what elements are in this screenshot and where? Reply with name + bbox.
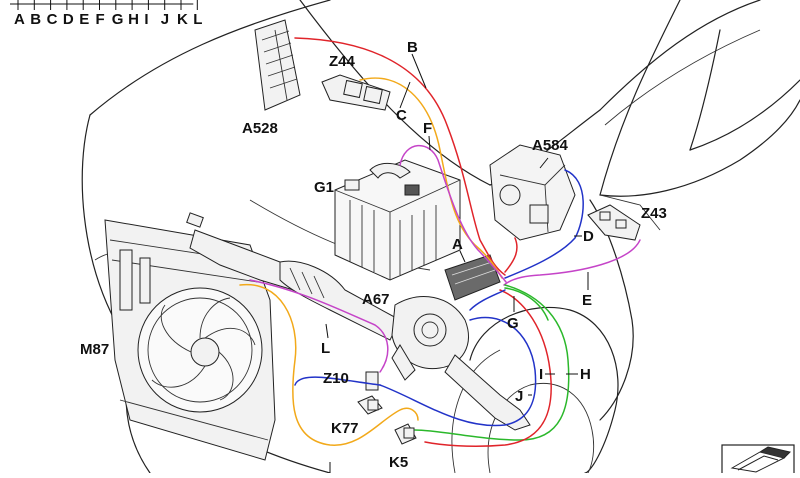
view-direction-icon <box>721 444 795 476</box>
label-k5: K5 <box>389 454 408 471</box>
label-a528: A528 <box>242 120 278 137</box>
wire-l <box>249 279 389 373</box>
radiator-fan-m87 <box>104 219 276 461</box>
module-a <box>444 254 501 301</box>
label-wire-i: I <box>539 366 543 383</box>
wire-h <box>504 287 549 321</box>
wire-d <box>504 169 584 279</box>
legend-letter-l: L <box>193 11 202 28</box>
module-a584 <box>489 144 576 241</box>
label-m87: M87 <box>80 341 109 358</box>
label-wire-g: G <box>507 315 519 332</box>
label-g1: G1 <box>314 179 334 196</box>
wire-j <box>294 376 381 386</box>
legend-letter-h: H <box>128 11 139 28</box>
label-z43: Z43 <box>641 205 667 222</box>
wiring-harness <box>239 37 641 447</box>
label-wire-j: J <box>515 388 523 405</box>
leader-lines <box>325 53 589 473</box>
wire-e <box>503 239 641 286</box>
label-wire-e: E <box>582 292 592 309</box>
label-a: A <box>452 236 463 253</box>
label-z10: Z10 <box>323 370 349 387</box>
wire-b <box>294 37 506 276</box>
label-z44: Z44 <box>329 53 356 70</box>
label-a67: A67 <box>362 291 390 308</box>
module-a528 <box>254 19 301 111</box>
wire-j <box>379 316 537 427</box>
legend-letter-a: A <box>14 11 25 28</box>
label-wire-d: D <box>583 228 594 245</box>
battery-g1 <box>334 159 461 281</box>
legend-letter-f: F <box>96 11 105 28</box>
legend-letter-c: C <box>47 11 58 28</box>
relay-k5 <box>394 423 417 445</box>
wire-f <box>399 144 507 283</box>
legend-letter-b: B <box>30 11 41 28</box>
wire-c <box>239 283 419 446</box>
wire-i <box>424 289 552 447</box>
connector-z44 <box>321 74 391 111</box>
legend-letter-i: I <box>144 11 148 28</box>
legend-letter-j: J <box>161 11 169 28</box>
connector-z10 <box>365 371 379 391</box>
label-a584: A584 <box>532 137 569 154</box>
callout-labels: A528 Z44 A584 G1 Z43 A A67 M87 Z10 K77 K… <box>80 39 667 471</box>
legend-letter-d: D <box>63 11 74 28</box>
legend-letter-e: E <box>79 11 89 28</box>
label-wire-b: B <box>407 39 418 56</box>
steering-rack-a67 <box>186 212 531 431</box>
wire-i <box>504 237 518 273</box>
connector-z43 <box>587 204 641 241</box>
wire-d <box>469 289 506 311</box>
wire-g <box>414 284 570 441</box>
label-wire-h: H <box>580 366 591 383</box>
label-wire-f: F <box>423 120 432 137</box>
legend-letter-g: G <box>112 11 124 28</box>
legend-letter-k: K <box>177 11 188 28</box>
label-wire-c: C <box>396 107 407 124</box>
relay-k77 <box>357 395 383 415</box>
label-k77: K77 <box>331 420 359 437</box>
label-wire-l: L <box>321 340 330 357</box>
